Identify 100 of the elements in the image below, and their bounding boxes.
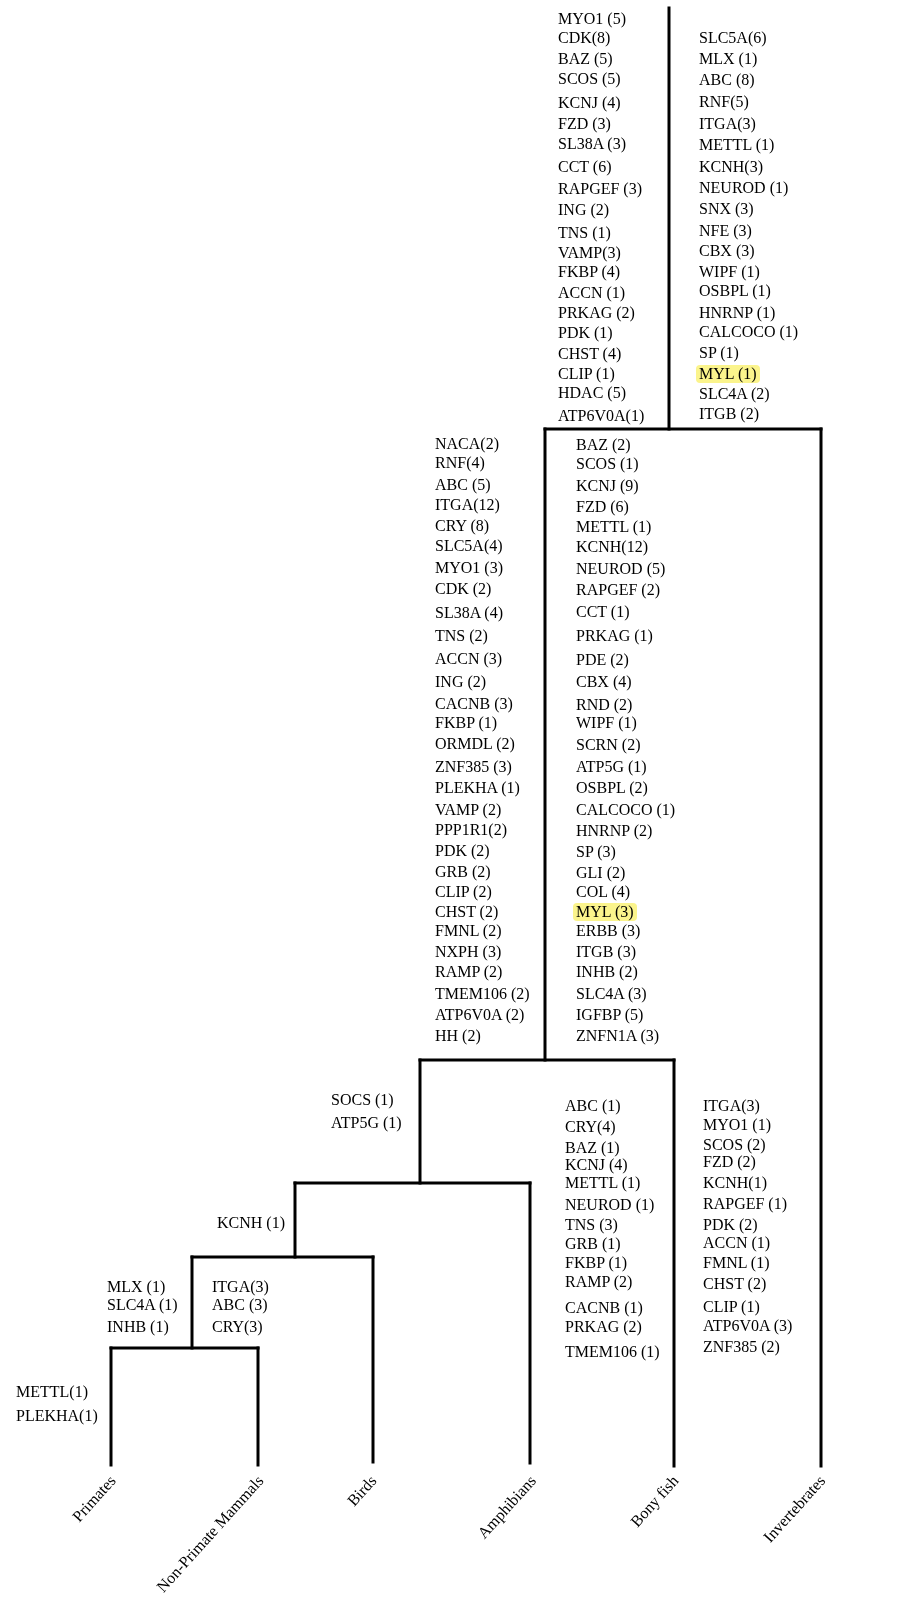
gene-count-label: RND (2) xyxy=(576,696,633,714)
gene-count-label: ZNF385 (3) xyxy=(435,757,512,776)
gene-count-label: NFE (3) xyxy=(699,221,752,240)
gene-count-label: CDK(8) xyxy=(558,29,611,47)
gene-count-label: SL38A (4) xyxy=(435,604,503,623)
gene-count-label: RAPGEF (3) xyxy=(558,180,642,198)
gene-count-label: PPP1R1(2) xyxy=(435,821,508,840)
gene-count-label: KCNH(3) xyxy=(699,157,763,176)
gene-count-label: ABC (3) xyxy=(212,1296,268,1314)
gene-count-label: SNX (3) xyxy=(699,200,754,218)
gene-count-label: OSBPL (1) xyxy=(699,282,771,300)
gene-count-label: CLIP (2) xyxy=(435,883,492,901)
gene-count-label: CALCOCO (1) xyxy=(576,801,676,819)
gene-count-label: TMEM106 (2) xyxy=(435,985,530,1003)
gene-count-label: SP (1) xyxy=(699,344,739,362)
gene-count-label: INHB (1) xyxy=(107,1318,169,1336)
gene-count-label: SLC4A (3) xyxy=(576,985,647,1003)
gene-count-label: CACNB (3) xyxy=(435,694,513,713)
gene-count-label: FZD (2) xyxy=(703,1153,756,1171)
gene-count-label: RAMP (2) xyxy=(565,1273,633,1291)
gene-count-label: CHST (2) xyxy=(435,902,499,921)
gene-count-label: HNRNP (2) xyxy=(576,822,653,840)
gene-count-label: ACCN (1) xyxy=(703,1234,771,1252)
highlighted-gene-label: MYL (1) xyxy=(696,364,760,383)
gene-count-label: CCT (6) xyxy=(558,157,612,176)
gene-count-label: CBX (4) xyxy=(576,673,632,691)
gene-count-label: CCT (1) xyxy=(576,603,630,621)
gene-count-label: TNS (2) xyxy=(435,627,488,645)
gene-count-label: ZNF385 (2) xyxy=(703,1338,780,1356)
gene-count-label: BAZ (2) xyxy=(576,435,631,454)
gene-count-label: PLEKHA (1) xyxy=(435,779,520,798)
gene-count-label: ITGA(3) xyxy=(699,114,756,133)
gene-count-label: PDK (1) xyxy=(558,324,613,342)
gene-count-label: NEUROD (5) xyxy=(576,560,666,578)
gene-count-label: WIPF (1) xyxy=(576,714,637,732)
gene-count-label: PLEKHA(1) xyxy=(16,1407,98,1425)
gene-count-label: GLI (2) xyxy=(576,863,626,882)
gene-count-label: ATP5G (1) xyxy=(331,1114,402,1132)
gene-count-label: BAZ (1) xyxy=(565,1139,620,1157)
gene-count-label: ITGA(3) xyxy=(212,1278,269,1296)
gene-count-label: KCNJ (4) xyxy=(565,1156,628,1174)
gene-count-label: SLC5A(4) xyxy=(435,537,503,556)
gene-count-label: ORMDL (2) xyxy=(435,735,515,753)
gene-count-label: ING (2) xyxy=(558,201,610,219)
gene-count-label: SLC4A (1) xyxy=(107,1296,178,1314)
gene-count-label: SCOS (2) xyxy=(703,1136,766,1154)
gene-count-label: ATP5G (1) xyxy=(576,757,647,776)
gene-count-label: VAMP (2) xyxy=(435,800,502,819)
gene-count-label: CACNB (1) xyxy=(565,1299,643,1317)
gene-count-label: ATP6V0A (3) xyxy=(703,1317,793,1335)
gene-count-label: ACCN (1) xyxy=(558,284,626,302)
gene-count-label: CHST (2) xyxy=(703,1275,767,1293)
gene-count-label: COL (4) xyxy=(576,883,631,901)
gene-count-label: HH (2) xyxy=(435,1027,481,1045)
gene-count-label: MYO1 (1) xyxy=(703,1116,771,1134)
gene-count-label: PDE (2) xyxy=(576,650,629,669)
gene-count-label: RAPGEF (1) xyxy=(703,1195,787,1213)
gene-count-label: SL38A (3) xyxy=(558,135,626,153)
gene-count-label: CRY (8) xyxy=(435,516,490,535)
gene-count-label: PRKAG (2) xyxy=(565,1318,642,1336)
gene-count-label: HDAC (5) xyxy=(558,384,626,402)
gene-count-label: CBX (3) xyxy=(699,242,755,260)
gene-count-label: METTL(1) xyxy=(16,1383,88,1401)
gene-count-label: RNF(5) xyxy=(699,93,749,111)
gene-count-label: ING (2) xyxy=(435,673,487,692)
gene-count-label: SOCS (1) xyxy=(331,1091,394,1109)
gene-count-label: TMEM106 (1) xyxy=(565,1343,660,1361)
gene-count-label: METTL (1) xyxy=(576,518,652,536)
highlighted-gene-label: MYL (3) xyxy=(573,902,637,921)
gene-count-label: SLC5A(6) xyxy=(699,29,767,47)
gene-count-label: NEUROD (1) xyxy=(699,179,789,197)
gene-count-label: KCNH (1) xyxy=(217,1214,285,1232)
gene-count-label: CRY(4) xyxy=(565,1118,616,1136)
gene-count-label: RAPGEF (2) xyxy=(576,580,660,599)
gene-count-label: ZNFN1A (3) xyxy=(576,1027,660,1045)
gene-count-label: FKBP (1) xyxy=(435,714,498,733)
gene-count-label: FZD (3) xyxy=(558,114,611,133)
gene-count-label: ATP6V0A (2) xyxy=(435,1005,525,1024)
gene-count-label: SCRN (2) xyxy=(576,736,641,754)
gene-count-label: PDK (2) xyxy=(703,1216,758,1234)
gene-count-label: ERBB (3) xyxy=(576,922,641,940)
gene-count-label: SCOS (5) xyxy=(558,70,621,88)
gene-count-label: ACCN (3) xyxy=(435,649,503,668)
gene-count-label: ABC (8) xyxy=(699,71,755,89)
gene-count-label: KCNJ (4) xyxy=(558,94,621,112)
gene-count-label: NACA(2) xyxy=(435,434,499,453)
gene-count-label: MYO1 (5) xyxy=(558,9,626,28)
gene-count-label: TNS (1) xyxy=(558,223,611,242)
gene-count-label: METTL (1) xyxy=(565,1174,641,1192)
gene-count-label: VAMP(3) xyxy=(558,244,621,262)
gene-count-label: SCOS (1) xyxy=(576,455,639,473)
gene-count-label: NEUROD (1) xyxy=(565,1196,655,1214)
gene-count-label: FKBP (1) xyxy=(565,1254,628,1272)
gene-count-label: FZD (6) xyxy=(576,498,629,516)
gene-count-label: ITGB (3) xyxy=(576,943,636,961)
gene-count-label: KCNH(12) xyxy=(576,538,648,557)
gene-count-label: WIPF (1) xyxy=(699,262,760,281)
gene-count-label: BAZ (5) xyxy=(558,49,613,68)
gene-count-label: CDK (2) xyxy=(435,579,492,598)
gene-count-label: TNS (3) xyxy=(565,1216,618,1234)
